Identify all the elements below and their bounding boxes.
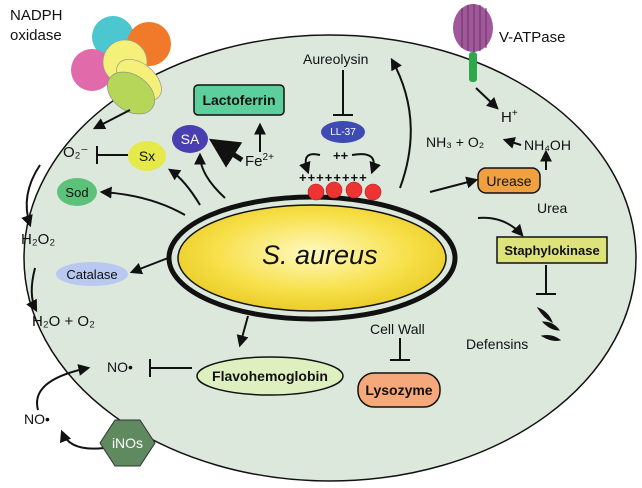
arrow-nadph-to-o2 <box>92 109 131 130</box>
arrow-ll37-left <box>299 153 321 175</box>
arrow-fe-to-sa <box>208 138 244 168</box>
defensins-label: Defensins <box>466 336 529 352</box>
inos-node-shape <box>99 419 156 467</box>
lactoferrin-node-shape <box>193 84 285 116</box>
inhibition-lines <box>96 70 556 377</box>
lactoferrin-node: Lactoferrin <box>202 92 276 108</box>
arrow-cell-to-urease <box>429 176 479 193</box>
arrow-cell-to-sx <box>168 168 201 206</box>
lysozyme-node: Lysozyme <box>365 382 433 398</box>
nadph-oxidase-label: NADPH oxidase <box>10 7 63 45</box>
arrow-cell-to-sod <box>99 186 186 216</box>
o2-minus-label: O₂⁻ <box>63 144 89 161</box>
fe-charge: 2+ <box>262 152 274 163</box>
nadph-oxidase-complex <box>71 16 171 115</box>
s-aureus-cell-body <box>177 204 447 312</box>
activation-arrows <box>21 57 552 450</box>
arrow-o2-to-sod <box>21 164 41 228</box>
catalase-node-shape <box>56 262 128 286</box>
arrow-no-inner-arc <box>36 364 91 411</box>
urease-node: Urease <box>486 172 532 189</box>
sx-node: Sx <box>138 148 156 164</box>
no-outer-label: NO• <box>24 411 50 427</box>
urease-node-shape <box>477 167 541 194</box>
h-charge: + <box>511 108 518 119</box>
arrow-cell-to-aureolysin <box>390 57 412 189</box>
h-symbol: H <box>501 109 512 126</box>
h2o-o2-label: H₂O + O₂ <box>32 313 95 330</box>
sx-node-shape <box>128 141 166 171</box>
plus-row-label: ++++++++ <box>299 170 368 185</box>
fe-label: Fe2+ <box>245 152 274 170</box>
arrow-ll37-right <box>351 153 381 175</box>
arrow-cell-to-catalase <box>129 257 169 275</box>
sa-node-shape <box>172 125 208 153</box>
h-plus-label: H+ <box>501 108 518 126</box>
arrow-cell-to-flavohemoglobin <box>236 315 249 348</box>
v-atpase-label: V-ATPase <box>499 29 566 46</box>
plus-double-label: ++ <box>333 148 349 163</box>
no-inner-label: NO• <box>107 359 133 375</box>
staphylokinase-node: Staphylokinase <box>504 242 600 258</box>
inos-node: iNOs <box>111 435 144 451</box>
nh4oh-label: NH₄OH <box>524 137 571 153</box>
arrow-cell-to-staphylokinase <box>477 216 524 237</box>
flavohemoglobin-node-shape <box>196 356 344 396</box>
staphylokinase-node-shape <box>496 236 608 264</box>
catalase-node: Catalase <box>66 266 118 282</box>
nh3-o2-label: NH₃ + O₂ <box>426 134 485 150</box>
v-atpase-icon <box>453 4 493 82</box>
sod-node-shape <box>57 178 97 206</box>
surface-charge-beads <box>307 181 382 201</box>
arrow-inos-to-no <box>60 429 105 450</box>
flavohemoglobin-node: Flavohemoglobin <box>212 368 328 384</box>
arrow-vatpase-to-h <box>475 87 499 110</box>
ll37-node: LL-37 <box>330 126 356 138</box>
ll37-node-shape <box>321 121 365 143</box>
sa-node: SA <box>180 131 200 147</box>
defensin-fragments <box>536 306 562 341</box>
arrow-nh4oh-to-nh3 <box>502 137 522 149</box>
fe-symbol: Fe <box>245 153 263 170</box>
sod-node: Sod <box>65 184 89 200</box>
cell-wall-label: Cell Wall <box>370 321 425 337</box>
h2o2-label: H₂O₂ <box>21 231 56 248</box>
s-aureus-label: S. aureus <box>262 240 378 270</box>
arrow-cell-to-sa <box>194 152 226 199</box>
arrow-h2o2-to-h2o <box>26 267 38 313</box>
urea-label: Urea <box>537 200 568 216</box>
aureolysin-label: Aureolysin <box>303 51 369 67</box>
lysozyme-node-shape <box>357 372 441 408</box>
